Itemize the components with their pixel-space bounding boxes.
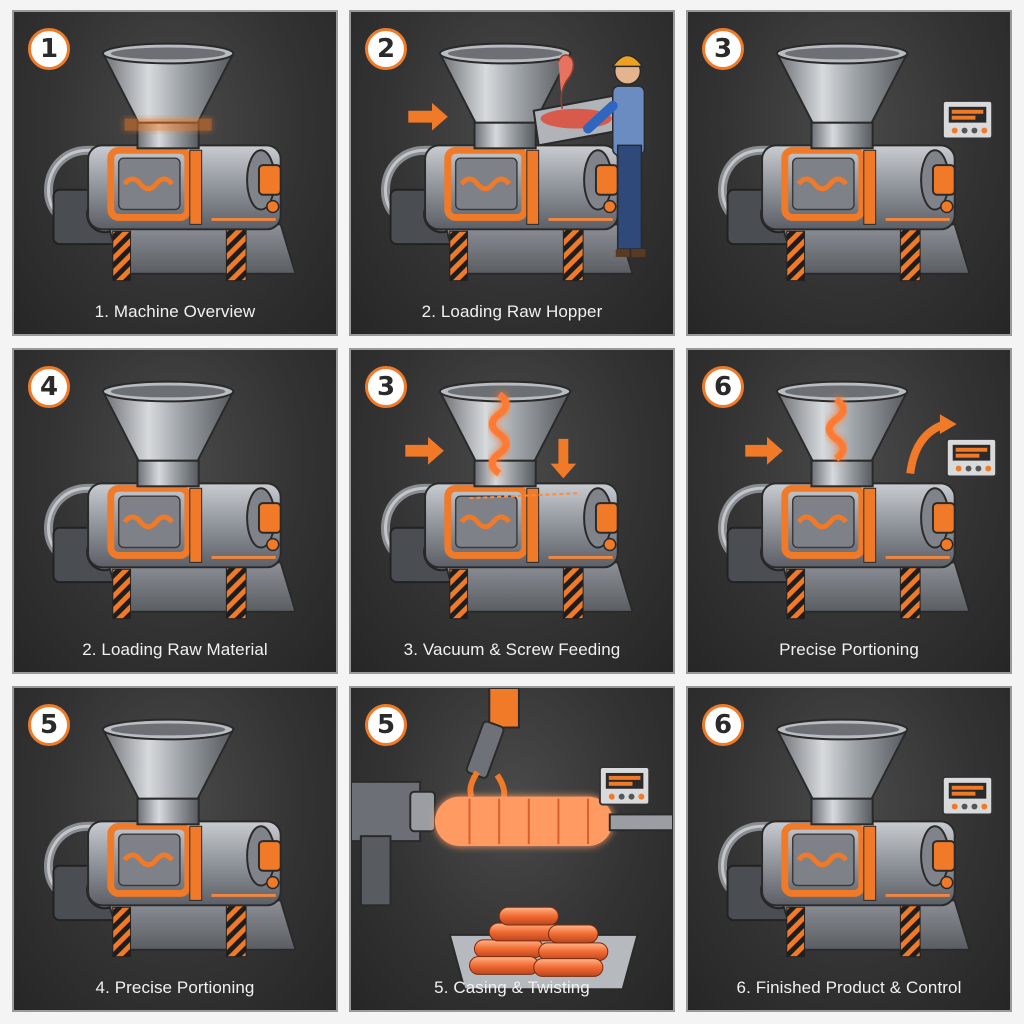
step-caption: Precise Portioning xyxy=(779,640,919,659)
step-panel-3: 3 xyxy=(686,10,1012,336)
step-caption: 4. Precise Portioning xyxy=(95,978,255,997)
step-panel-2: 2 2. Loading Raw Hopper xyxy=(349,10,675,336)
casing-illustration xyxy=(351,688,673,991)
step-badge: 6 xyxy=(702,704,744,746)
step-caption: 1. Machine Overview xyxy=(94,302,256,321)
machine-illustration xyxy=(688,350,998,672)
step-badge: 1 xyxy=(28,28,70,70)
machine-illustration xyxy=(351,350,673,672)
step-panel-7: 5 4. Precise Portioning xyxy=(12,686,338,1012)
step-panel-1: 1 1. Machine Overview xyxy=(12,10,338,336)
step-badge: 4 xyxy=(28,366,70,408)
step-badge: 5 xyxy=(365,704,407,746)
step-caption: 6. Finished Product & Control xyxy=(736,978,962,997)
step-panel-8: 5 5. Casing & Twisting xyxy=(349,686,675,1012)
step-badge: 5 xyxy=(28,704,70,746)
step-panel-5: 3 3. Vacuum & Screw Feeding xyxy=(349,348,675,674)
step-caption: 2. Loading Raw Material xyxy=(82,640,268,659)
step-panel-6: 6 Precise Portioning xyxy=(686,348,1012,674)
step-caption: 2. Loading Raw Hopper xyxy=(421,302,603,321)
step-caption: 3. Vacuum & Screw Feeding xyxy=(403,640,621,659)
step-panel-9: 6 6. Finished Product & Control xyxy=(686,686,1012,1012)
step-badge: 3 xyxy=(702,28,744,70)
step-badge: 2 xyxy=(365,28,407,70)
step-caption: 5. Casing & Twisting xyxy=(434,978,590,997)
machine-illustration xyxy=(351,12,646,334)
machine-illustration xyxy=(14,12,336,334)
step-badge: 6 xyxy=(702,366,744,408)
step-panel-4: 4 2. Loading Raw Material xyxy=(12,348,338,674)
step-badge: 3 xyxy=(365,366,407,408)
